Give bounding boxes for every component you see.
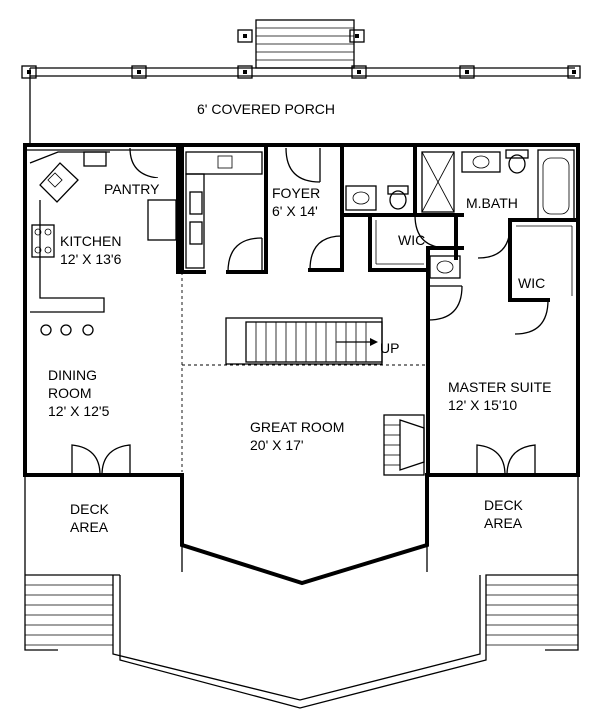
porch-post — [21, 65, 37, 79]
kitchen-sink — [39, 162, 79, 203]
master-suite-size: 12' X 15'10 — [448, 397, 517, 413]
refrigerator — [147, 199, 177, 241]
dining-label-1: DINING — [48, 367, 97, 383]
door-swing — [129, 147, 159, 179]
wic-label-upper: WIC — [398, 232, 425, 248]
front-steps — [237, 19, 365, 69]
door-swing — [427, 285, 463, 321]
deck-stairs — [486, 584, 578, 646]
bar-stool — [60, 324, 72, 336]
deck-left-label-1: DECK — [70, 501, 110, 517]
porch-post — [351, 65, 367, 79]
porch-label: 6' COVERED PORCH — [197, 101, 335, 117]
door-swing — [227, 237, 263, 273]
door-swing — [414, 214, 449, 249]
deck-right-label-1: DECK — [484, 497, 524, 513]
deck-left-label-2: AREA — [70, 519, 109, 535]
porch-post — [459, 65, 475, 79]
foyer-size: 6' X 14' — [272, 203, 318, 219]
wic-label-right: WIC — [518, 275, 545, 291]
porch-post — [237, 65, 253, 79]
fixtures — [29, 149, 575, 336]
door-swing — [285, 147, 321, 183]
bar-stool — [82, 324, 94, 336]
dining-label-2: ROOM — [48, 385, 92, 401]
kitchen-label: KITCHEN — [60, 233, 121, 249]
stairs-up-label: UP — [380, 340, 399, 356]
french-door — [71, 444, 101, 476]
toilet — [505, 149, 529, 159]
foyer-label: FOYER — [272, 185, 320, 201]
covered-porch: 6' COVERED PORCH — [21, 19, 581, 145]
door-swing — [514, 299, 549, 335]
staircase — [225, 317, 383, 365]
bar-stool — [40, 324, 52, 336]
porch-post — [567, 65, 581, 79]
pantry-label: PANTRY — [104, 181, 160, 197]
dining-size: 12' X 12'5 — [48, 403, 110, 419]
bathtub — [537, 149, 575, 221]
french-door — [476, 444, 506, 476]
doors — [71, 147, 549, 476]
master-bath-label: M.BATH — [466, 195, 518, 211]
deck-stairs — [25, 584, 113, 646]
wic-sink — [429, 255, 461, 279]
powder-sink — [345, 185, 377, 211]
toilet — [387, 185, 409, 195]
rear-deck — [24, 475, 579, 709]
door-swing — [309, 235, 343, 271]
range — [31, 224, 55, 258]
great-room-size: 20' X 17' — [250, 437, 304, 453]
master-suite-label: MASTER SUITE — [448, 379, 551, 395]
room-labels: PANTRY KITCHEN 12' X 13'6 FOYER 6' X 14'… — [48, 178, 551, 535]
great-room-label: GREAT ROOM — [250, 419, 344, 435]
porch-post — [131, 65, 147, 79]
vanity-sink — [461, 151, 501, 173]
door-swing — [477, 225, 511, 259]
deck-right-label-2: AREA — [484, 515, 523, 531]
kitchen-size: 12' X 13'6 — [60, 251, 122, 267]
shower — [421, 151, 455, 213]
